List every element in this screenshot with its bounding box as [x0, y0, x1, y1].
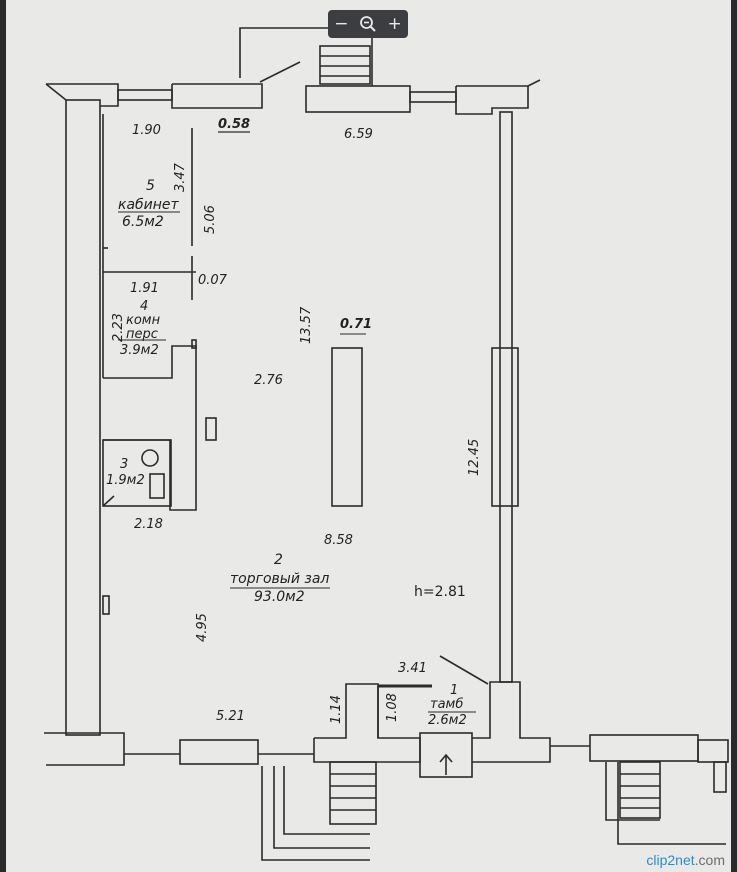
wall-top-break — [45, 83, 67, 101]
window-bottom-1 — [179, 739, 259, 765]
dim-13-57: 13.57 — [299, 306, 314, 344]
dim-1-08: 1.08 — [385, 693, 400, 722]
dim-2-23: 2.23 — [111, 313, 126, 342]
room2-number: 2 — [274, 552, 283, 568]
zoom-out-button[interactable]: − — [334, 14, 349, 34]
dim-4-95: 4.95 — [195, 613, 210, 642]
wall-top-break-r — [527, 79, 541, 87]
room1-number: 1 — [450, 683, 458, 698]
room4-area: 3.9м2 — [120, 343, 159, 358]
room3-area: 1.9м2 — [106, 473, 145, 488]
door-vestibule — [419, 732, 473, 778]
dim-0-58: 0.58 — [218, 117, 250, 132]
dim-12-45: 12.45 — [467, 439, 482, 476]
watermark-suffix: .com — [694, 852, 725, 868]
dim-1-14: 1.14 — [329, 695, 344, 724]
dim-3-41: 3.41 — [398, 661, 427, 676]
column-center — [331, 347, 363, 507]
dim-2-76: 2.76 — [254, 373, 283, 388]
dim-8-58: 8.58 — [324, 533, 353, 548]
room1-name: тамб — [430, 697, 463, 712]
stair-top-outline — [239, 27, 373, 86]
magnifier-icon — [360, 16, 376, 32]
room3-number: 3 — [120, 457, 128, 472]
dim-6-59: 6.59 — [344, 127, 373, 142]
room5-name: кабинет — [118, 197, 180, 213]
room1-area: 2.6м2 — [428, 713, 467, 728]
stair-top — [319, 45, 371, 85]
room4-number: 4 — [140, 299, 148, 314]
partition-room4 — [103, 345, 197, 511]
wall-bottom-left — [44, 732, 125, 766]
room5-number: 5 — [146, 178, 155, 194]
room4-name-1: комн — [126, 313, 161, 328]
watermark: clip2net.com — [646, 852, 725, 868]
dim-1-90: 1.90 — [132, 123, 161, 138]
walls — [44, 27, 729, 861]
dim-1-91: 1.91 — [130, 281, 159, 296]
dim-5-06: 5.06 — [203, 205, 218, 234]
zoom-toolbar: − + — [328, 10, 408, 38]
zoom-reset-button[interactable] — [356, 12, 380, 36]
room4-name-2: перс — [126, 327, 158, 342]
dim-0-71: 0.71 — [340, 317, 372, 332]
dim-2-18: 2.18 — [134, 517, 163, 532]
paper-sheet — [6, 0, 731, 872]
room3-box — [102, 439, 172, 507]
watermark-brand: clip2net — [646, 852, 695, 868]
pillar-right — [491, 347, 519, 507]
room5-area: 6.5м2 — [122, 214, 164, 230]
dim-0-07: 0.07 — [198, 273, 228, 288]
wall-left — [65, 99, 101, 736]
room2-name: торговый зал — [230, 571, 329, 587]
dim-5-21: 5.21 — [216, 709, 245, 724]
zoom-in-button[interactable]: + — [387, 14, 402, 34]
wall-bottom-right — [472, 681, 551, 763]
plan-labels: 1.90 0.58 6.59 3.47 5.06 5 кабинет 6.5м2… — [106, 117, 482, 728]
dim-3-47: 3.47 — [173, 162, 188, 192]
wall-top-mid — [171, 83, 263, 109]
ceiling-height: h=2.81 — [414, 584, 466, 600]
room2-area: 93.0м2 — [254, 589, 305, 605]
